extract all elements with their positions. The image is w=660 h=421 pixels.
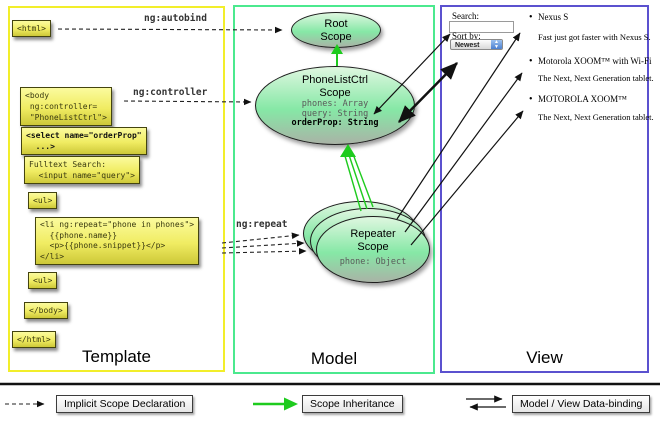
model-panel-label: Model <box>310 349 358 368</box>
ng-controller-label: ng:controller <box>133 87 208 98</box>
phone-item-title: Nexus S <box>538 12 569 22</box>
model-panel: Model <box>233 5 435 374</box>
bullet-icon: • <box>529 94 533 105</box>
template-panel-label: Template <box>82 347 151 366</box>
search-label: Search: <box>452 11 479 21</box>
code-ul-open: <ul> <box>28 192 58 209</box>
code-ul-close: <ul> <box>28 272 58 289</box>
dropdown-stepper-icon: ▲▼ <box>491 40 502 49</box>
bullet-icon: • <box>529 56 533 67</box>
code-fulltext-search: Fulltext Search: <input name="query"> <box>24 156 140 184</box>
legend-scope-inheritance: Scope Inheritance <box>302 395 403 413</box>
legend-double-arrow <box>466 395 506 411</box>
repeater-scope-ellipse: Repeater Scope phone: Object <box>316 216 430 283</box>
phone-item-title: MOTOROLA XOOM™ <box>538 94 627 104</box>
legend-model-view-data-binding: Model / View Data-binding <box>512 395 651 413</box>
root-scope-ellipse: Root Scope <box>291 12 381 48</box>
search-input[interactable] <box>449 21 514 33</box>
code-body-close: </body> <box>24 302 68 319</box>
code-html-close: </html> <box>12 331 56 348</box>
code-body-open: <body ng:controller= "PhoneListCtrl"> <box>20 87 112 126</box>
phone-item-desc: The Next, Next Generation tablet. <box>538 73 654 83</box>
phone-item-title: Motorola XOOM™ with Wi-Fi <box>538 56 652 66</box>
phone-item-desc: The Next, Next Generation tablet. <box>538 112 654 122</box>
bullet-icon: • <box>529 12 533 23</box>
sort-dropdown[interactable]: Newest ▲▼ <box>450 39 503 50</box>
code-li-repeat: <li ng:repeat="phone in phones"> {{phone… <box>35 217 200 265</box>
legend-green-arrow <box>253 397 298 411</box>
phonelistctrl-scope-ellipse: PhoneListCtrl Scope phones: Array query:… <box>255 66 415 145</box>
sort-dropdown-value: Newest <box>455 42 480 49</box>
ng-autobind-label: ng:autobind <box>144 13 207 24</box>
code-select-orderprop: <select name="orderProp" ...> <box>21 127 147 155</box>
view-panel-label: View <box>526 348 563 367</box>
legend-implicit-scope-declaration: Implicit Scope Declaration <box>56 395 194 413</box>
code-html-open: <html> <box>12 20 51 37</box>
ng-repeat-label: ng:repeat <box>236 219 288 230</box>
phone-item-desc: Fast just got faster with Nexus S. <box>538 32 651 42</box>
